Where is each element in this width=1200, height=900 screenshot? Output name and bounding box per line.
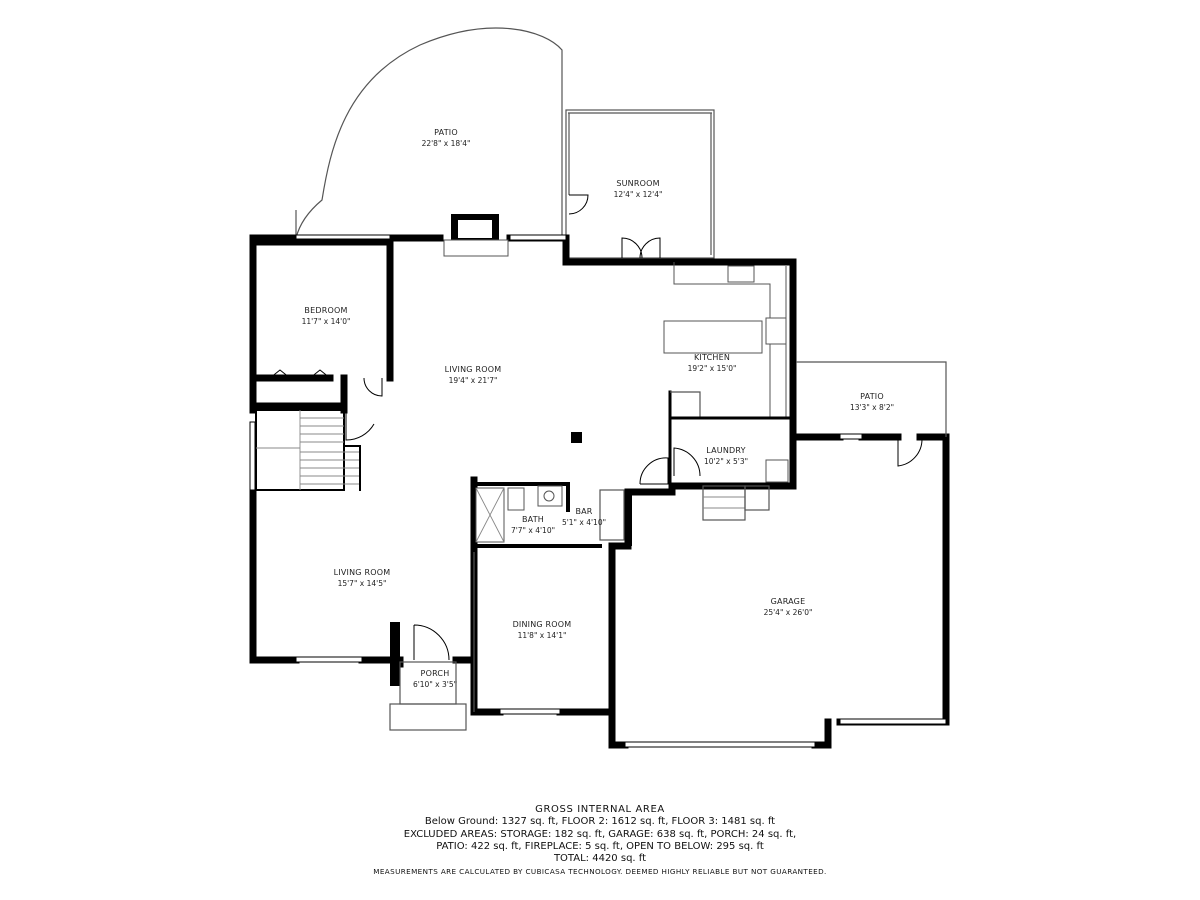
top-windows [249, 234, 947, 748]
porch-name: PORCH [421, 669, 450, 678]
porch [389, 624, 467, 731]
fireplace [443, 214, 509, 257]
patio-side-dims: 13'3" x 8'2" [850, 403, 894, 412]
patio-top-outline [295, 27, 563, 239]
living-room-main-name: LIVING ROOM [445, 365, 502, 374]
kitchen-dims: 19'2" x 15'0" [688, 364, 737, 373]
bedroom-name: BEDROOM [304, 306, 347, 315]
laundry-name: LAUNDRY [706, 446, 745, 455]
living-room-main-dims: 19'4" x 21'7" [449, 376, 498, 385]
garage-steps [702, 438, 923, 521]
garage-name: GARAGE [771, 597, 806, 606]
laundry-room [639, 416, 795, 485]
bath-name: BATH [522, 515, 544, 524]
structural-column [571, 432, 582, 443]
bar-name: BAR [575, 507, 592, 516]
area-summary-excluded-cont: PATIO: 422 sq. ft, FIREPLACE: 5 sq. ft, … [436, 840, 764, 852]
garage-dims: 25'4" x 26'0" [764, 608, 813, 617]
dining-room-name: DINING ROOM [513, 620, 572, 629]
area-summary-title: GROSS INTERNAL AREA [535, 804, 665, 815]
porch-dims: 6'10" x 3'5" [413, 680, 457, 689]
patio-side-outline [796, 361, 947, 437]
area-summary-total: TOTAL: 4420 sq. ft [553, 853, 647, 865]
living-room-lower-dims: 15'7" x 14'5" [338, 579, 387, 588]
living-room-lower-name: LIVING ROOM [334, 568, 391, 577]
bedroom-dims: 11'7" x 14'0" [302, 317, 351, 326]
patio-top-dims: 22'8" x 18'4" [422, 139, 471, 148]
kitchen-fixtures [663, 262, 787, 488]
sunroom-outline [565, 109, 715, 259]
patio-top-name: PATIO [434, 128, 458, 137]
patio-side-name: PATIO [860, 392, 884, 401]
area-summary-floors: Below Ground: 1327 sq. ft, FLOOR 2: 1612… [424, 816, 776, 828]
bar-dims: 5'1" x 4'10" [562, 518, 606, 527]
bath-dims: 7'7" x 4'10" [511, 526, 555, 535]
laundry-dims: 10'2" x 5'3" [704, 457, 748, 466]
sunroom-name: SUNROOM [616, 179, 659, 188]
dining-room-dims: 11'8" x 14'1" [518, 631, 567, 640]
area-summary: GROSS INTERNAL AREA Below Ground: 1327 s… [300, 804, 900, 879]
area-summary-excluded: EXCLUDED AREAS: STORAGE: 182 sq. ft, GAR… [403, 828, 797, 840]
kitchen-name: KITCHEN [694, 353, 730, 362]
dining-room-walls [473, 432, 582, 712]
bedroom-walls [249, 238, 394, 414]
bath-bar [472, 482, 632, 548]
measurement-disclaimer: MEASUREMENTS ARE CALCULATED BY CUBICASA … [373, 867, 827, 877]
sunroom-dims: 12'4" x 12'4" [614, 190, 663, 199]
room-labels: PATIO 22'8" x 18'4" SUNROOM 12'4" x 12'4… [302, 128, 894, 689]
stairs [255, 408, 375, 491]
